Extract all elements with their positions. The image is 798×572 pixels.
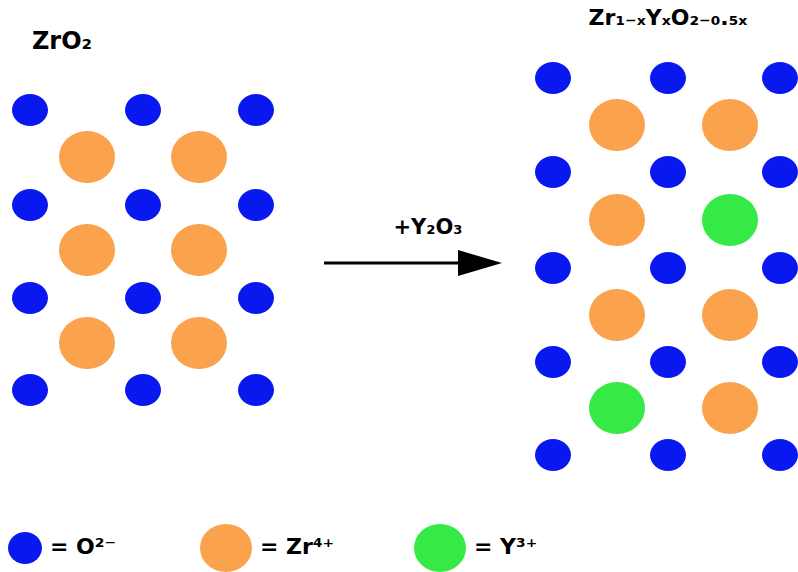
oxide-ion [762,439,798,471]
oxide-ion [535,252,571,284]
oxide-ion [762,62,798,94]
legend-swatch [200,524,252,572]
zirconium-ion [171,317,227,369]
oxide-ion [125,282,161,314]
oxide-ion [650,439,686,471]
oxide-ion [535,439,571,471]
formula-title: ZrO₂ [32,28,92,54]
oxide-ion [762,156,798,188]
oxide-ion [125,189,161,221]
oxide-ion [12,374,48,406]
zirconium-ion [702,99,758,151]
oxide-ion [238,374,274,406]
oxide-ion [650,156,686,188]
zirconium-ion [589,289,645,341]
zirconium-ion [59,131,115,183]
oxide-ion [125,94,161,126]
yttrium-ion [589,382,645,434]
zirconium-ion [171,131,227,183]
zirconium-ion [589,99,645,151]
oxide-ion [535,346,571,378]
zirconium-ion [59,317,115,369]
legend-text: = O²⁻ [50,535,116,559]
oxide-ion [535,62,571,94]
oxide-ion [238,282,274,314]
doped-lattice [535,62,798,471]
reaction-arrow [324,262,462,265]
oxide-ion [535,156,571,188]
oxide-ion [12,189,48,221]
zirconium-ion [59,224,115,276]
oxide-ion [125,374,161,406]
zirconium-ion [702,382,758,434]
legend-swatch [8,532,42,564]
zirconium-ion [171,224,227,276]
oxide-ion [650,346,686,378]
arrow-head [458,250,502,276]
reagent-label: +Y₂O₃ [393,216,462,239]
legend-swatch [414,524,466,572]
legend-text: = Y³⁺ [474,535,537,559]
oxide-ions [12,94,274,406]
zirconium-ion [702,289,758,341]
oxide-ion [762,346,798,378]
zirconium-ion [589,194,645,246]
oxide-ion [762,252,798,284]
oxide-ion [238,94,274,126]
yttrium-ion [702,194,758,246]
oxide-ion [12,282,48,314]
zirconium-ions [59,131,227,369]
oxide-ion [650,62,686,94]
oxide-ion [12,94,48,126]
formula-title: Zr₁₋ₓYₓO₂₋₀.₅ₓ [589,6,748,30]
oxide-ion [238,189,274,221]
oxide-ion [650,252,686,284]
legend-text: = Zr⁴⁺ [260,535,334,559]
